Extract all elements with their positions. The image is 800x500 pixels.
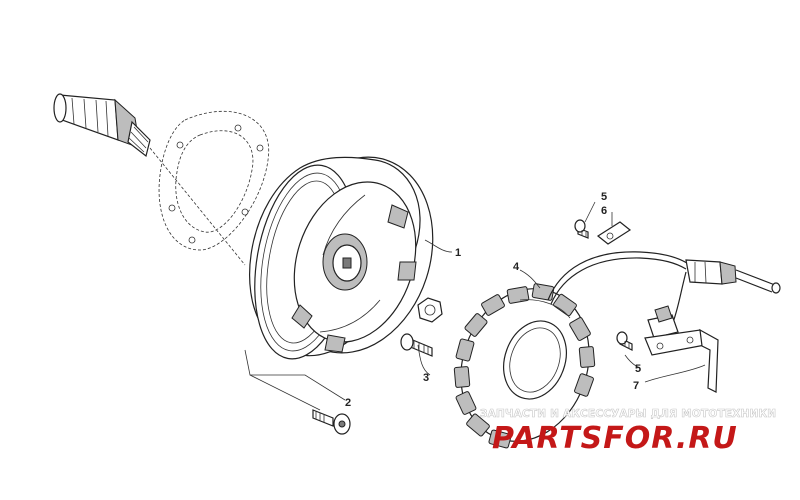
watermark-logo: PARTSFOR.RU (492, 421, 738, 456)
callout-5-top: 5 (601, 191, 607, 203)
callout-6: 6 (601, 205, 607, 217)
harness-clamp (596, 221, 632, 245)
callout-1: 1 (455, 247, 461, 259)
callout-2: 2 (345, 397, 351, 409)
screw-top (574, 219, 589, 239)
stator-screw (400, 333, 433, 357)
cap-screw (312, 409, 351, 435)
wiring-harness (547, 251, 781, 326)
pickup-sensor (644, 305, 719, 393)
callout-5-bottom: 5 (635, 363, 641, 375)
screw-bottom (616, 331, 633, 351)
callout-7: 7 (633, 380, 639, 392)
crankshaft (53, 93, 246, 266)
flywheel (249, 156, 434, 360)
watermark-tagline: ЗАПЧАСТИ И АКСЕССУАРЫ ДЛЯ МОТОТЕХНИКИ (480, 408, 776, 420)
callout-4: 4 (513, 261, 520, 273)
flywheel-cover-gasket (158, 111, 270, 251)
leader-lines (244, 201, 706, 411)
callout-3: 3 (423, 372, 429, 384)
flywheel-nut (417, 297, 443, 323)
